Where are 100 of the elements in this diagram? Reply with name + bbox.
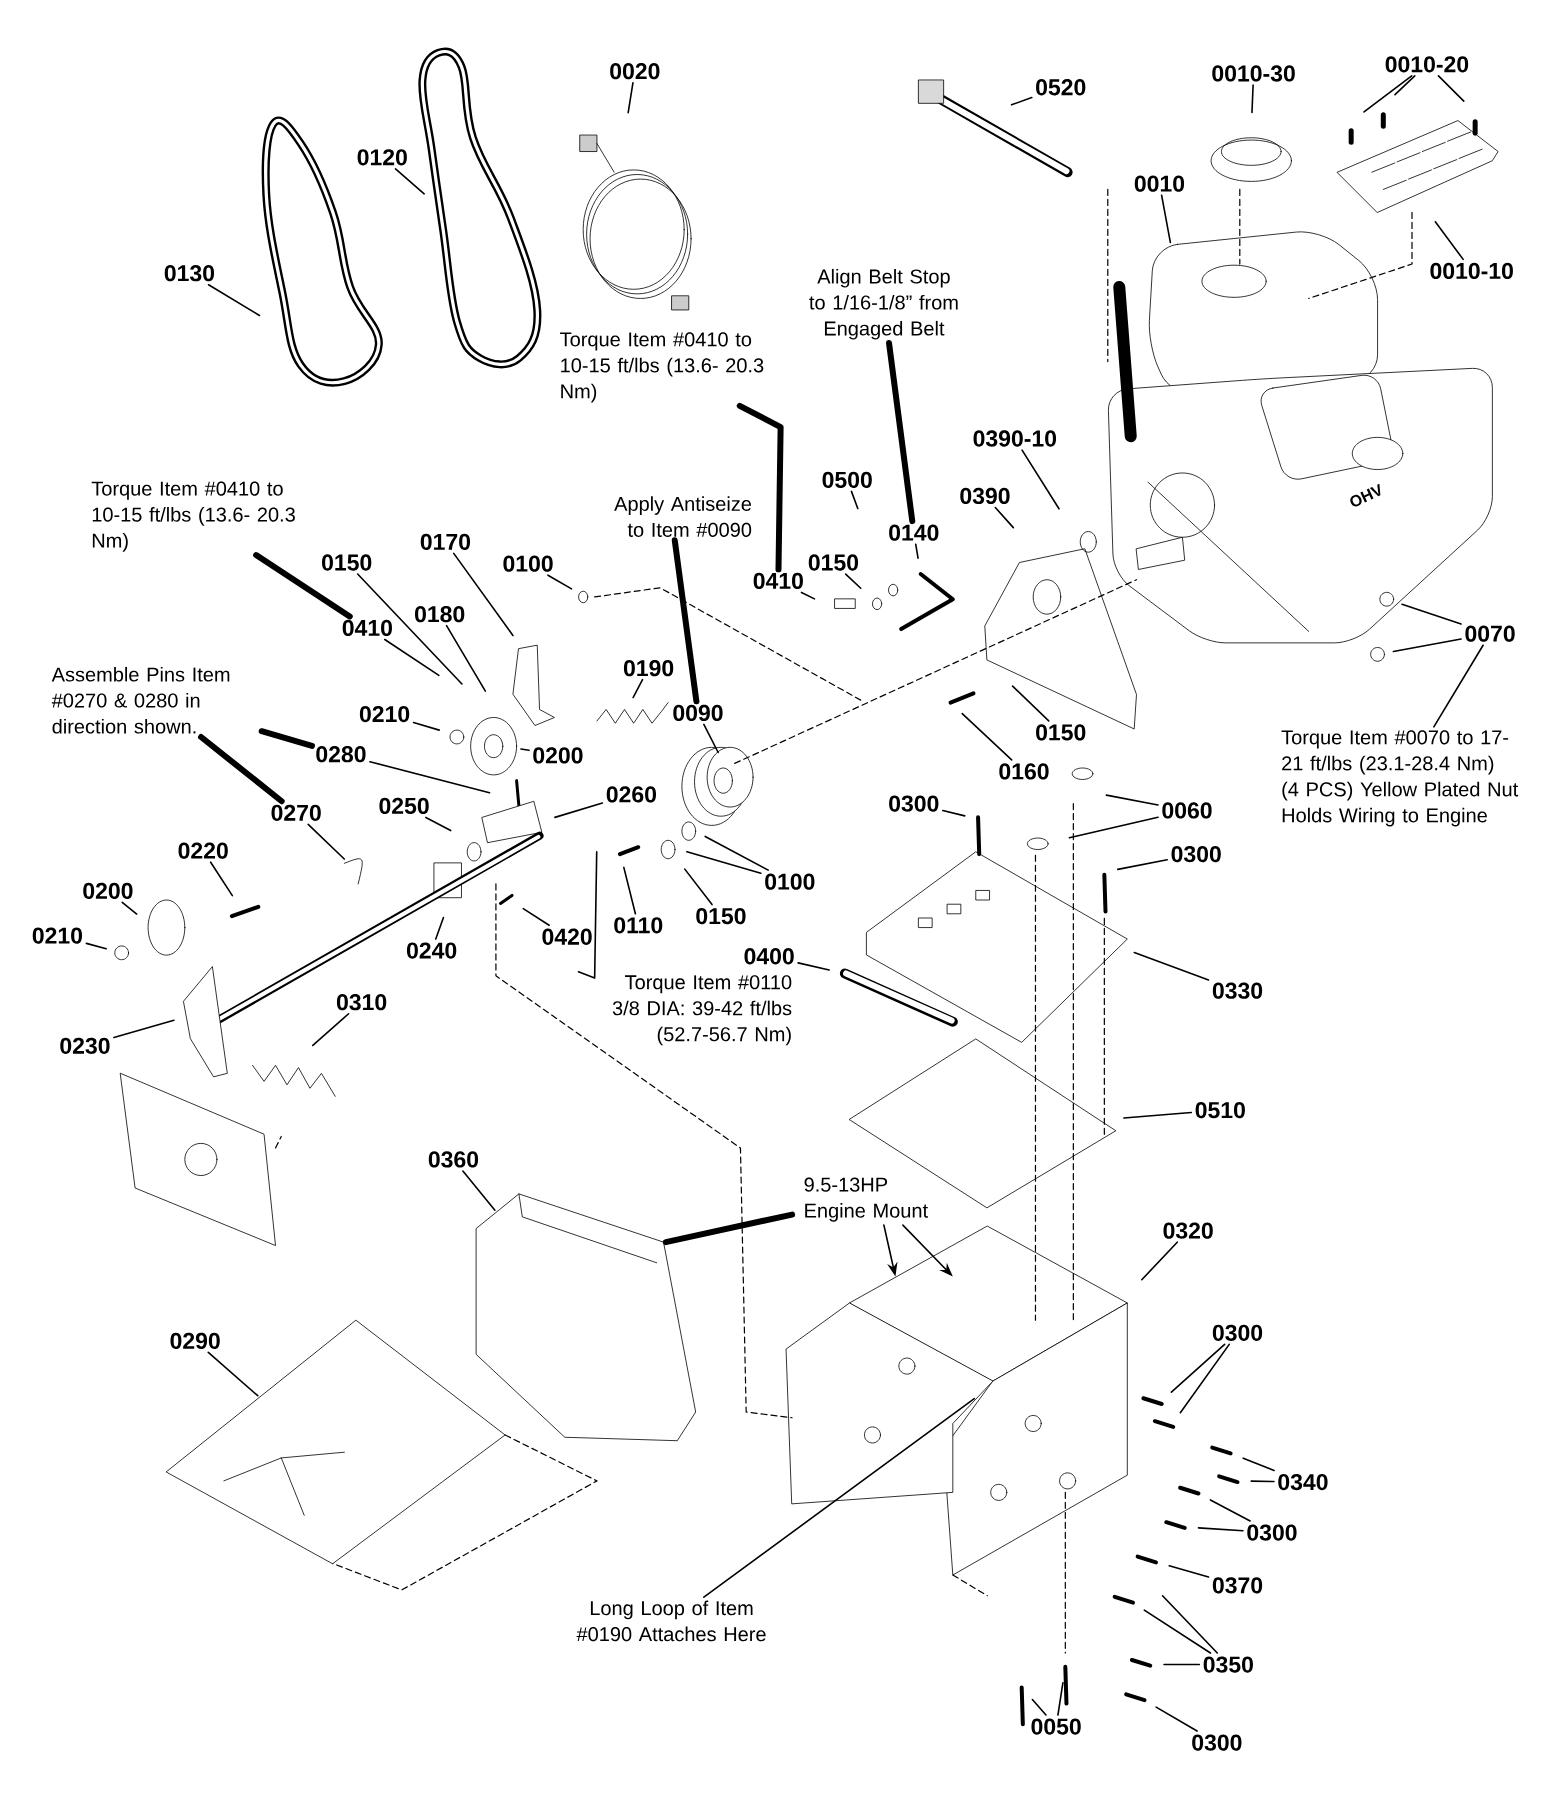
leader-line	[311, 1012, 350, 1047]
leader-line	[394, 168, 425, 195]
callout-number: 0150	[1035, 724, 1086, 741]
callout-number: 0160	[999, 763, 1049, 780]
callout-number: 0180	[414, 606, 465, 623]
badge-text: OHV	[1350, 483, 1381, 507]
leader-line	[253, 552, 353, 620]
leader-line	[258, 728, 315, 749]
leader-line	[885, 339, 916, 525]
callout-number: 0260	[606, 786, 656, 803]
leader-line	[1116, 858, 1168, 871]
callout-number: 0210	[359, 705, 410, 723]
leader-line	[434, 916, 445, 940]
leader-line	[671, 537, 700, 705]
leader-line	[627, 81, 634, 114]
callout-number: 0150	[808, 554, 858, 571]
leader-line	[445, 624, 487, 692]
leader-line	[424, 816, 452, 832]
leader-line	[797, 962, 830, 971]
leader-line	[1401, 603, 1462, 625]
leader-line	[1251, 84, 1254, 114]
callout-number: 0400	[744, 948, 794, 965]
leader-line	[1068, 816, 1159, 839]
leader-line	[1010, 96, 1033, 106]
leader-line	[622, 866, 637, 915]
callout-number: 0210	[32, 927, 82, 944]
leader-line	[1363, 75, 1413, 113]
leader-line	[452, 552, 514, 637]
leader-line	[1437, 75, 1465, 102]
leader-line	[383, 638, 440, 677]
leader-line	[85, 942, 107, 950]
callout-number: 0320	[1163, 1222, 1213, 1239]
callout-number: 0100	[765, 873, 815, 890]
callout-number: 0010-20	[1385, 56, 1469, 73]
leader-line	[1143, 1609, 1212, 1654]
callout-number: 0300	[1247, 1524, 1297, 1541]
leader-line	[800, 591, 816, 600]
callout-number: 0500	[822, 471, 872, 488]
callout-number: 0250	[379, 797, 429, 814]
leader-line	[1242, 1457, 1275, 1472]
leader-line	[1163, 1663, 1201, 1666]
leader-line	[554, 802, 604, 819]
leader-line	[121, 901, 138, 915]
callout-number: 0010-30	[1212, 65, 1295, 82]
note-text: Torque Item #0410 to 10-15 ft/lbs (13.6- 20.3 Nm)	[559, 332, 764, 403]
leader-line	[736, 402, 784, 573]
callout-number: 0200	[83, 882, 133, 899]
leader-line	[1209, 1499, 1251, 1522]
leader-line	[207, 284, 261, 317]
leader-line	[1168, 1564, 1210, 1578]
leader-line	[1133, 951, 1210, 981]
leader-line	[307, 823, 345, 860]
callout-number: 0190	[623, 660, 674, 677]
leader-line	[844, 573, 862, 589]
leader-line	[1432, 644, 1484, 728]
leader-line	[1105, 794, 1159, 806]
note-text: Assemble Pins Item #0270 & 0280 in direction shown.	[51, 666, 230, 734]
leader-line	[209, 861, 234, 897]
leader-line	[632, 678, 644, 699]
leader-line	[1197, 1527, 1244, 1532]
callout-number: 0300	[1192, 1734, 1242, 1751]
callout-number: 0300	[1171, 845, 1221, 863]
leader-line	[1392, 638, 1462, 653]
callout-number: 0140	[889, 524, 939, 541]
callout-number: 0050	[1031, 1718, 1081, 1735]
callout-number: 0300	[1212, 1324, 1263, 1341]
leader-line	[1179, 1343, 1230, 1414]
leader-line	[547, 574, 573, 590]
leader-line	[1155, 1706, 1198, 1732]
leader-line	[356, 573, 463, 685]
callout-number: 0230	[60, 1037, 110, 1054]
note-text: Long Loop of Item #0190 Attaches Here	[576, 1600, 766, 1642]
callout-number: 0340	[1278, 1473, 1328, 1491]
leader-line	[850, 490, 859, 510]
note-text: 9.5-13HP Engine Mount	[804, 1177, 928, 1222]
leader-line	[941, 809, 966, 817]
leader-line	[520, 748, 530, 752]
leader-line	[1161, 1595, 1218, 1654]
callout-number: 0390	[960, 487, 1010, 505]
leader-line	[1170, 1343, 1226, 1393]
leader-line	[704, 835, 769, 871]
callout-number: 0100	[503, 555, 553, 572]
leader-line	[994, 506, 1014, 529]
callout-number: 0520	[1035, 79, 1086, 96]
callout-number: 0070	[1465, 625, 1515, 642]
callout-number: 0350	[1203, 1656, 1253, 1673]
leader-line	[198, 734, 285, 805]
callout-number: 0010	[1134, 175, 1184, 192]
leader-line	[1394, 75, 1416, 96]
leader-line	[702, 1397, 975, 1598]
callout-number: 0120	[357, 149, 407, 166]
leader-line	[961, 712, 1013, 761]
callout-number: 0420	[542, 928, 592, 945]
leader-line	[1031, 1698, 1047, 1716]
callout-number: 0310	[336, 994, 387, 1011]
callout-number: 0410	[753, 572, 803, 589]
note-text: Torque Item #0410 to 10-15 ft/lbs (13.6- 20.3 Nm)	[91, 481, 295, 552]
leader-line	[1021, 449, 1060, 510]
leader-line	[1250, 1480, 1275, 1483]
leader-line	[1140, 1241, 1178, 1281]
